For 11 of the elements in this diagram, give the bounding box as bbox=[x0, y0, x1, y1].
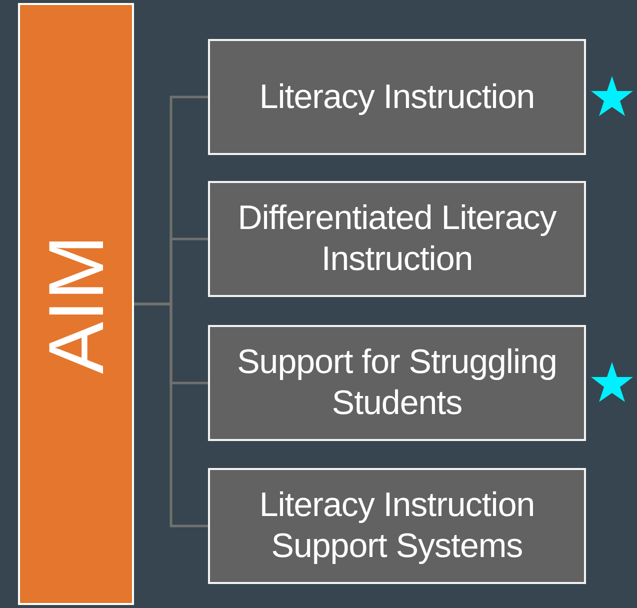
topic-label: Literacy Instruction bbox=[259, 76, 535, 118]
topic-box bbox=[208, 468, 586, 584]
topic-box bbox=[208, 181, 586, 297]
aim-bar bbox=[18, 3, 134, 605]
connector-line bbox=[134, 302, 208, 528]
topic-label: Support for Struggling Students bbox=[236, 342, 558, 424]
aim-label: AIM bbox=[30, 234, 120, 374]
topic-box bbox=[208, 325, 586, 441]
topic-box bbox=[208, 39, 586, 155]
topic-label: Differentiated Literacy Instruction bbox=[236, 198, 558, 280]
topic-label: Literacy Instruction Support Systems bbox=[258, 485, 536, 567]
